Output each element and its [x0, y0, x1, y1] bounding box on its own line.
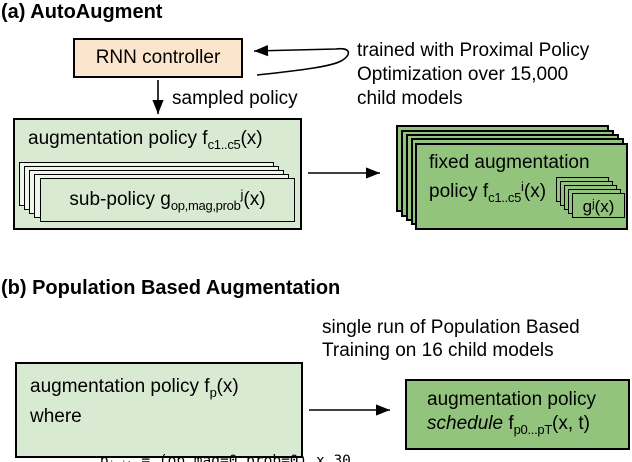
- schedule-post: (x, t): [552, 413, 590, 434]
- formula-a-post: (x): [240, 128, 263, 149]
- p-init-pre: p: [99, 453, 109, 462]
- section-a-title: (a) AutoAugment: [1, 1, 163, 23]
- ppo-annotation-line2: Optimization over 15,000: [357, 64, 569, 85]
- ppo-feedback-loop-arrow: [253, 45, 350, 76]
- schedule-sub: p0...pT: [513, 422, 553, 437]
- augmentation-policy-box-b: augmentation policy fp(x) where pinit = …: [15, 362, 351, 462]
- sub-policy-box-front: sub-policy gop,mag,probj(x): [40, 178, 295, 222]
- p-init-sub: init: [109, 460, 133, 462]
- fixed-policy-line2: policy fc1..c5i(x): [429, 175, 626, 210]
- pbt-annotation-line2: Training on 16 child models: [322, 340, 554, 361]
- pbt-annotation: single run of Population Based Training …: [322, 316, 580, 362]
- g-pre: g: [582, 197, 593, 216]
- policy-b-line1: augmentation policy fp(x): [30, 375, 301, 405]
- schedule-pre: f: [503, 413, 514, 434]
- policy-b-line2: where: [30, 406, 82, 427]
- sub-policy-pre: sub-policy g: [69, 188, 171, 210]
- schedule-line1: augmentation policy: [427, 389, 596, 410]
- fixed-policy-line1: fixed augmentation: [429, 152, 590, 173]
- pbt-annotation-line1: single run of Population Based: [322, 317, 580, 338]
- g-formula: gj(x): [583, 196, 615, 215]
- p-init-post: = (op,mag=0,prob=0) x 30: [132, 453, 351, 462]
- fixed-policy-sub: c1..c5: [488, 190, 522, 205]
- fixed-policy-sup: i: [521, 179, 524, 194]
- sampled-policy-label: sampled policy: [172, 88, 298, 109]
- fixed-policy-post: (x): [523, 181, 547, 202]
- rnn-controller-box: RNN controller: [73, 38, 243, 78]
- section-b-title: (b) Population Based Augmentation: [1, 277, 341, 299]
- g-box-front: gj(x): [572, 193, 625, 218]
- ppo-annotation-line1: trained with Proximal Policy: [357, 40, 590, 61]
- augmentation-policy-formula-a: augmentation policy fc1..c5(x): [15, 120, 300, 157]
- sub-policy-sup: j: [240, 186, 244, 202]
- ppo-annotation: trained with Proximal Policy Optimizatio…: [357, 39, 589, 111]
- sub-policy-sub: op,mag,prob: [170, 197, 241, 213]
- schedule-italic: schedule: [427, 413, 504, 434]
- policy-b-pre: augmentation policy f: [30, 376, 210, 397]
- schedule-line2: schedule fp0...pT(x, t): [427, 412, 628, 442]
- ppo-annotation-line3: child models: [357, 88, 463, 109]
- formula-a-sub: c1..c5: [207, 137, 241, 152]
- fixed-policy-pre: policy f: [429, 181, 489, 202]
- policy-b-sub: p: [209, 385, 217, 400]
- formula-a-pre: augmentation policy f: [28, 128, 208, 149]
- g-post: (x): [594, 197, 615, 216]
- sub-policy-post: (x): [243, 188, 266, 210]
- rnn-controller-label: RNN controller: [95, 47, 221, 68]
- policy-b-init-line: pinit = (op,mag=0,prob=0) x 30: [30, 434, 351, 462]
- schedule-box: augmentation policy schedule fp0...pT(x,…: [405, 379, 630, 450]
- g-sup: j: [592, 198, 595, 210]
- policy-b-post: (x): [216, 376, 239, 397]
- sub-policy-formula: sub-policy gop,mag,probj(x): [69, 183, 265, 218]
